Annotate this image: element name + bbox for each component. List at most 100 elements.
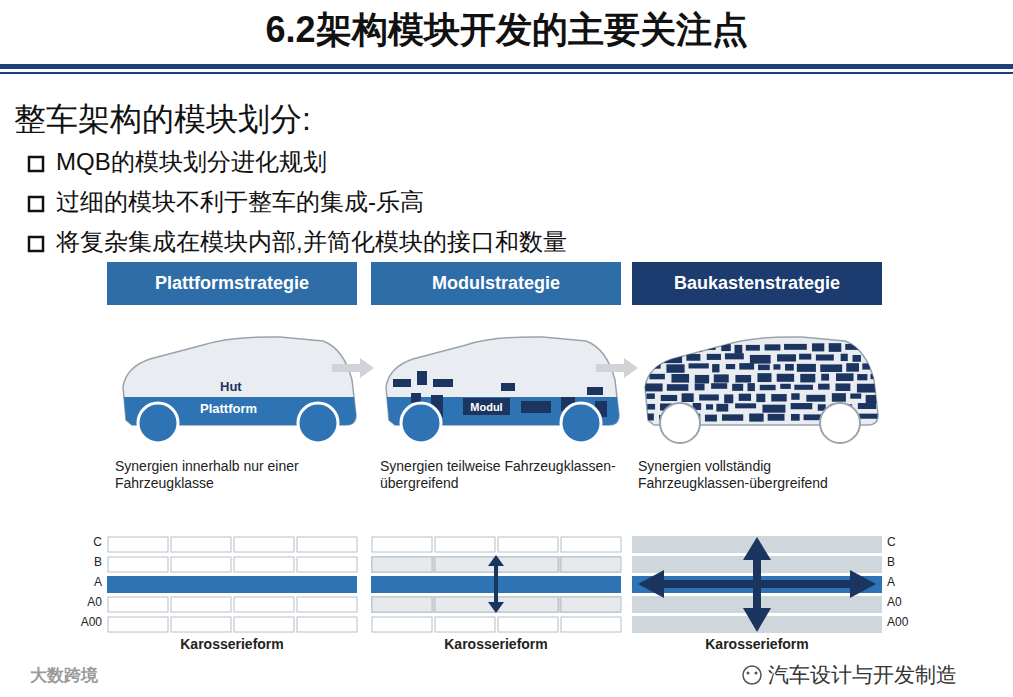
strategy-header: Modulstrategie — [371, 262, 621, 305]
module-block — [501, 383, 515, 391]
arrow-shaft — [753, 556, 761, 612]
module-block — [812, 343, 824, 351]
class-label: A0 — [887, 595, 902, 609]
module-block — [816, 354, 834, 360]
node-text: Modulstrategie — [432, 273, 560, 294]
bullet-box — [29, 197, 43, 211]
module-block — [749, 414, 763, 422]
module-block — [707, 344, 715, 350]
node-text: Modul — [470, 401, 502, 413]
module-block — [791, 403, 813, 409]
grid-cell — [372, 557, 432, 572]
module-block — [857, 374, 867, 380]
wheel — [138, 403, 178, 443]
module-block — [686, 354, 700, 361]
grid-cell — [234, 537, 294, 552]
module-block — [695, 384, 705, 391]
module-block — [756, 394, 765, 402]
module-block — [722, 414, 743, 420]
module-block — [699, 394, 719, 400]
node-text: Baukastenstrategie — [674, 273, 840, 294]
module-block — [791, 393, 799, 400]
strategy-header: Baukastenstrategie — [632, 262, 882, 305]
module-block — [735, 403, 756, 408]
module-block — [794, 385, 813, 390]
module-block — [780, 384, 791, 389]
module-block — [758, 365, 770, 371]
module-block — [791, 414, 800, 421]
module-block — [820, 364, 842, 372]
bullet-text: 过细的模块不利于整车的集成-乐高 — [56, 188, 424, 217]
class-label: A — [70, 575, 102, 589]
module-block — [757, 373, 771, 382]
module-block — [707, 354, 721, 360]
arrow-head — [488, 555, 504, 566]
watermark-icon — [747, 672, 750, 675]
grid-cell — [372, 617, 432, 632]
grid-cell — [435, 557, 495, 572]
module-block — [853, 355, 861, 362]
bullet-box — [29, 157, 43, 171]
grid-cell — [107, 576, 357, 593]
module-block — [841, 354, 848, 361]
grid-cell — [561, 597, 621, 612]
synergy-note: Synergien innerhalb nur einer Fahrzeugkl… — [115, 458, 355, 492]
strategy-header: Plattformstrategie — [107, 262, 357, 305]
wheel — [298, 403, 338, 443]
grid-cell — [108, 537, 168, 552]
module-block — [725, 353, 744, 359]
bullet-text: MQB的模块划分进化规划 — [56, 148, 327, 177]
module-block — [705, 415, 717, 422]
module-block — [836, 383, 851, 391]
module-block — [777, 354, 796, 361]
synergy-note: Synergien teilweise Fahrzeugklassen-über… — [380, 458, 620, 492]
wheel — [820, 403, 860, 443]
class-label: B — [887, 555, 895, 569]
grid-cell — [171, 597, 231, 612]
watermark: 大数跨境 — [30, 666, 98, 686]
class-label: A — [887, 575, 895, 589]
module-block — [829, 343, 842, 352]
module-block — [645, 383, 663, 391]
module-block — [797, 364, 816, 372]
arrow-head — [850, 570, 876, 598]
module-block — [411, 393, 421, 403]
module-block — [724, 394, 733, 403]
module-block — [689, 363, 709, 368]
module-block — [765, 344, 781, 350]
module-block — [800, 374, 815, 383]
arrow-head — [488, 602, 504, 613]
module-block — [832, 393, 846, 402]
module-block — [818, 384, 829, 390]
module-block — [664, 354, 682, 363]
watermark-icon — [743, 666, 761, 684]
page-title: 6.2架构模块开发的主要关注点 — [0, 8, 1013, 51]
module-block — [646, 414, 654, 421]
grid-cell — [171, 537, 231, 552]
module-block — [649, 363, 660, 369]
grid-cell — [435, 617, 495, 632]
class-label: A00 — [70, 615, 102, 629]
module-block — [862, 363, 870, 369]
module-block — [784, 344, 807, 350]
module-block — [726, 364, 735, 369]
module-block — [645, 353, 659, 358]
title-rule — [0, 64, 1013, 69]
bullet-box — [29, 237, 43, 251]
module-block — [872, 345, 885, 353]
wheel — [660, 403, 700, 443]
grid-cell — [435, 537, 495, 552]
watermark-icon — [755, 672, 758, 675]
part-label: Hut — [220, 379, 242, 395]
class-label: A00 — [887, 615, 908, 629]
module-block — [867, 354, 883, 360]
axis-label: Karosserieform — [107, 636, 357, 653]
module-block — [739, 394, 751, 401]
grid-cell — [498, 597, 558, 612]
module-block — [706, 404, 713, 409]
module-block — [716, 404, 728, 412]
module-block — [714, 374, 729, 382]
module-block — [836, 373, 854, 381]
module-block — [859, 414, 878, 419]
class-grids — [107, 536, 882, 633]
